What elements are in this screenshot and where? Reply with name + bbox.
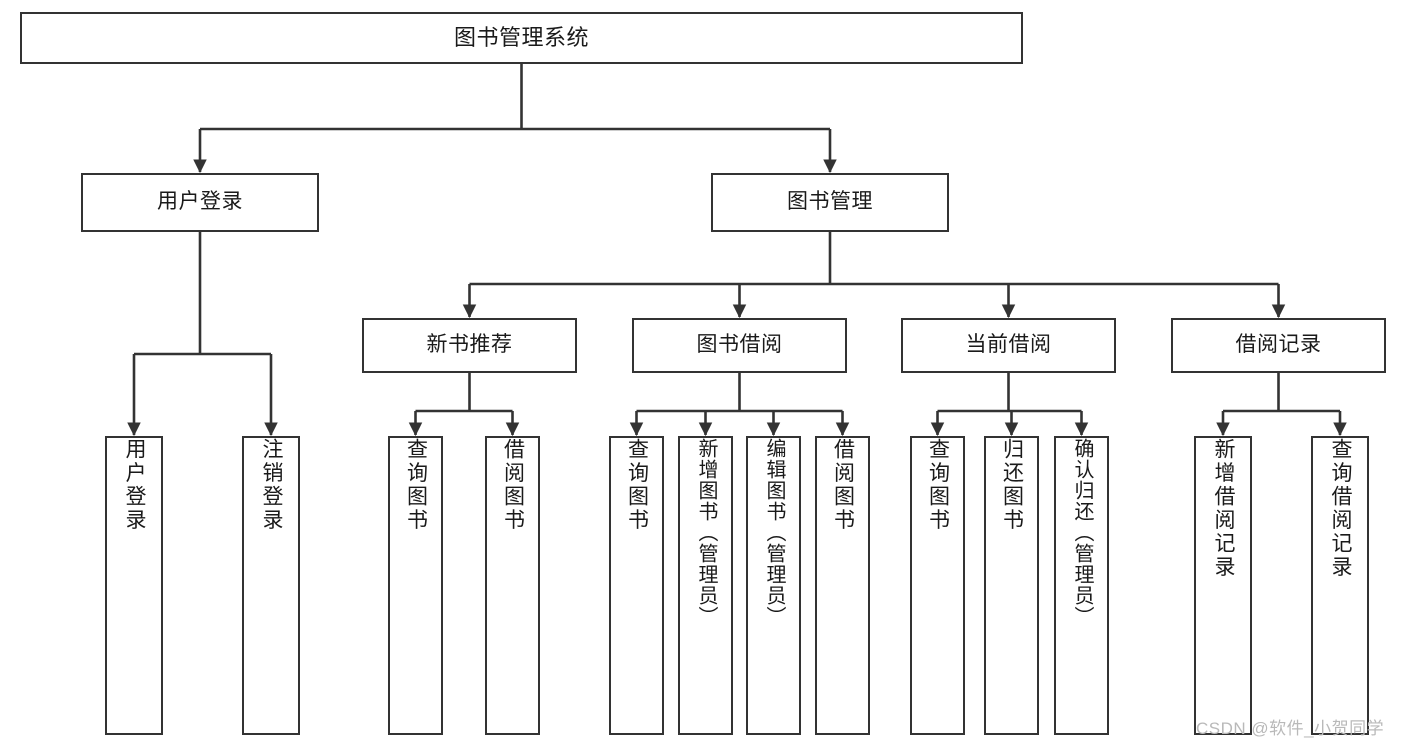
node-book-manage[interactable]: 图书管理 — [711, 173, 949, 232]
node-leaf-query-book-1-label: 查询图书 — [404, 438, 428, 532]
node-current-borrow[interactable]: 当前借阅 — [901, 318, 1116, 373]
node-leaf-borrow-book-2-label: 借阅图书 — [831, 438, 855, 532]
node-leaf-borrow-book-1-label: 借阅图书 — [501, 438, 525, 532]
node-leaf-borrow-book-1[interactable]: 借阅图书 — [485, 436, 540, 735]
node-leaf-query-record-label: 查询借阅记录 — [1329, 438, 1353, 579]
node-leaf-confirm-return[interactable]: 确认归还（管理员） — [1054, 436, 1109, 735]
node-user-login-label: 用户登录 — [157, 190, 243, 214]
node-leaf-query-book-3-label: 查询图书 — [926, 438, 950, 532]
node-root-label: 图书管理系统 — [453, 24, 589, 50]
node-root[interactable]: 图书管理系统 — [20, 12, 1023, 64]
node-leaf-query-book-2[interactable]: 查询图书 — [609, 436, 664, 735]
node-leaf-add-book[interactable]: 新增图书（管理员） — [678, 436, 733, 735]
node-leaf-add-record[interactable]: 新增借阅记录 — [1194, 436, 1252, 735]
node-leaf-return-book-label: 归还图书 — [1000, 438, 1024, 532]
node-book-borrow-label: 图书借阅 — [696, 333, 783, 357]
node-leaf-query-book-3[interactable]: 查询图书 — [910, 436, 965, 735]
node-book-manage-label: 图书管理 — [787, 190, 873, 214]
node-leaf-add-record-label: 新增借阅记录 — [1212, 438, 1236, 579]
node-new-book-recommend[interactable]: 新书推荐 — [362, 318, 577, 373]
node-leaf-query-record[interactable]: 查询借阅记录 — [1311, 436, 1369, 735]
node-leaf-edit-book-label: 编辑图书（管理员） — [763, 438, 785, 627]
node-leaf-borrow-book-2[interactable]: 借阅图书 — [815, 436, 870, 735]
node-leaf-user-login-label: 用户登录 — [123, 438, 147, 532]
node-book-borrow[interactable]: 图书借阅 — [632, 318, 847, 373]
node-leaf-return-book[interactable]: 归还图书 — [984, 436, 1039, 735]
node-leaf-logout[interactable]: 注销登录 — [242, 436, 300, 735]
node-leaf-edit-book[interactable]: 编辑图书（管理员） — [746, 436, 801, 735]
csdn-watermark: CSDN @软件_小贺同学 — [1196, 719, 1385, 738]
node-borrow-record[interactable]: 借阅记录 — [1171, 318, 1386, 373]
node-leaf-add-book-label: 新增图书（管理员） — [695, 438, 717, 627]
node-new-book-recommend-label: 新书推荐 — [426, 333, 513, 357]
node-current-borrow-label: 当前借阅 — [965, 333, 1052, 357]
node-borrow-record-label: 借阅记录 — [1235, 333, 1322, 357]
node-user-login[interactable]: 用户登录 — [81, 173, 319, 232]
node-leaf-query-book-1[interactable]: 查询图书 — [388, 436, 443, 735]
node-leaf-logout-label: 注销登录 — [260, 438, 284, 532]
node-leaf-user-login[interactable]: 用户登录 — [105, 436, 163, 735]
node-leaf-query-book-2-label: 查询图书 — [625, 438, 649, 532]
node-leaf-confirm-return-label: 确认归还（管理员） — [1071, 438, 1093, 627]
